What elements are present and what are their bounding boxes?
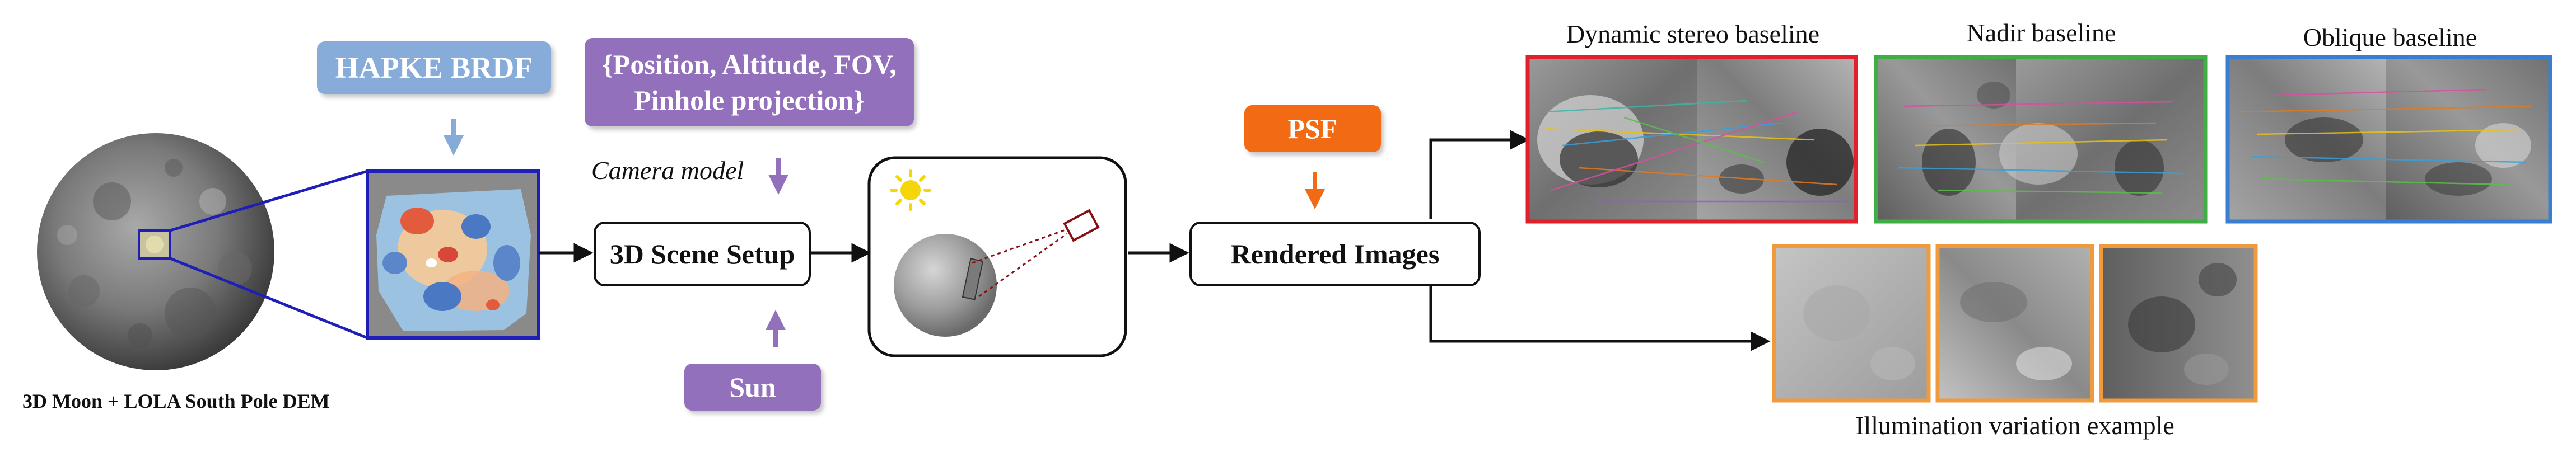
psf-tag: PSF <box>1244 105 1381 152</box>
camera-icon <box>972 209 1100 298</box>
psf-label: PSF <box>1287 113 1338 144</box>
dynamic-stereo-caption: Dynamic stereo baseline <box>1566 20 1820 48</box>
nadir-image-pair <box>1874 55 2208 224</box>
camera-params-line-1: {Position, Altitude, FOV, <box>602 49 897 80</box>
sun-arrow-head <box>766 310 786 330</box>
sun-label: Sun <box>729 371 776 403</box>
zoom-line-bottom <box>170 257 368 340</box>
hapke-brdf-label: HAPKE BRDF <box>335 51 533 84</box>
hapke-arrow-head <box>444 135 464 156</box>
scene-setup-label: 3D Scene Setup <box>609 238 795 270</box>
dynamic-stereo-image-pair <box>1525 55 1858 224</box>
camera-model-arrow-head <box>768 175 788 195</box>
illumination-image-2 <box>1935 244 2094 403</box>
illumination-image-3 <box>2099 244 2258 403</box>
illumination-caption: Illumination variation example <box>1855 411 2174 440</box>
terrain-patch <box>962 258 984 300</box>
scene-setup-box: 3D Scene Setup <box>594 222 811 286</box>
hapke-brdf-tag: HAPKE BRDF <box>317 41 551 94</box>
rendered-images-label: Rendered Images <box>1230 238 1440 270</box>
flow-arrow-to-illumination <box>1429 285 1771 351</box>
camera-params-tag: {Position, Altitude, FOV, Pinhole projec… <box>585 38 914 126</box>
psf-arrow-head <box>1305 189 1325 209</box>
rendered-images-box: Rendered Images <box>1189 222 1481 286</box>
dem-heatmap <box>366 170 540 340</box>
moon-dem-caption: 3D Moon + LOLA South Pole DEM <box>22 390 330 412</box>
oblique-caption: Oblique baseline <box>2303 23 2477 51</box>
nadir-caption: Nadir baseline <box>1966 18 2116 47</box>
sun-tag: Sun <box>684 364 821 411</box>
camera-params-line-2: Pinhole projection} <box>634 84 865 116</box>
scene-moon-icon <box>894 234 997 337</box>
illumination-image-1 <box>1772 244 1931 403</box>
south-pole-region-marker <box>138 229 171 260</box>
camera-model-label: Camera model <box>591 156 744 185</box>
zoom-line-top <box>170 170 368 232</box>
oblique-image-pair <box>2225 55 2552 224</box>
flow-arrow-to-baselines <box>1429 130 1530 219</box>
sun-icon <box>890 170 931 211</box>
